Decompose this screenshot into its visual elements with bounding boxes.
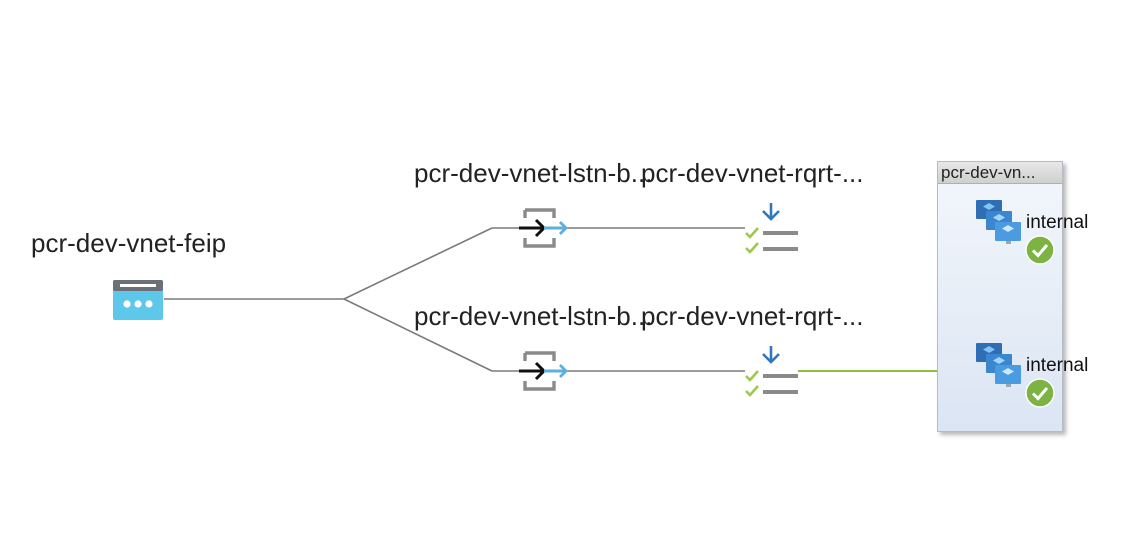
pool-member-2-label: internal (1026, 355, 1089, 376)
rule-2-label[interactable]: pcr-dev-vnet-rqrt-... (641, 301, 864, 331)
routing-rule-icon[interactable] (743, 202, 801, 254)
routing-rule-icon[interactable] (743, 345, 801, 397)
healthy-check-icon (1025, 235, 1055, 265)
backend-pool-title: pcr-dev-vn... (938, 162, 1062, 184)
listener-1-label[interactable]: pcr-dev-vnet-lstn-b... (414, 158, 653, 188)
connector-hub-listener-1 (343, 227, 493, 300)
listener-icon[interactable] (516, 208, 568, 248)
frontend-ip-icon[interactable] (112, 279, 164, 321)
backend-pool-box[interactable]: pcr-dev-vn... internal internal (937, 161, 1088, 432)
pool-member-1-label: internal (1026, 212, 1089, 233)
rule-1-label[interactable]: pcr-dev-vnet-rqrt-... (641, 158, 864, 188)
connector-hub-listener-2 (343, 298, 493, 372)
frontend-ip-label[interactable]: pcr-dev-vnet-feip (31, 228, 227, 258)
vm-scale-set-icon[interactable] (975, 342, 1023, 388)
listener-icon[interactable] (516, 351, 568, 391)
vm-scale-set-icon[interactable] (975, 199, 1023, 245)
healthy-check-icon (1025, 378, 1055, 408)
listener-2-label[interactable]: pcr-dev-vnet-lstn-b... (414, 301, 653, 331)
